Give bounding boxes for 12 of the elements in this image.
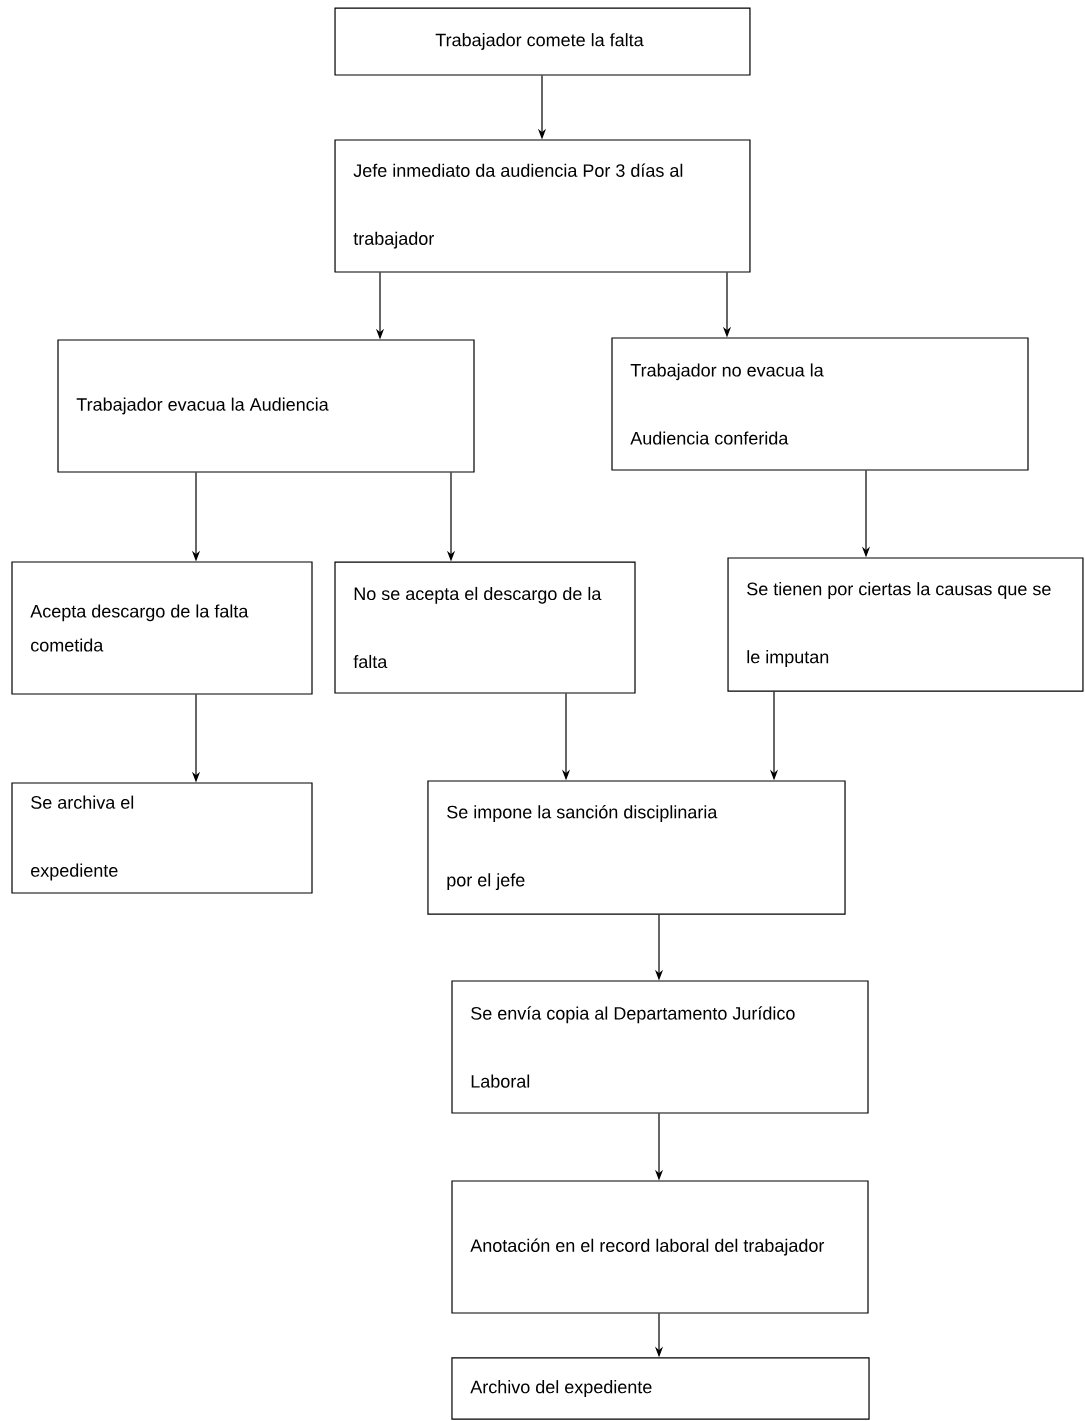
process-box: Se archiva el expediente: [11, 782, 313, 894]
process-box: Se impone la sanción disciplinaria por el jefe: [427, 780, 846, 915]
process-box: Acepta descargo de la falta cometida: [11, 561, 313, 695]
process-box: Trabajador evacua la Audiencia: [57, 339, 475, 473]
process-box: Archivo del expediente: [451, 1357, 870, 1420]
process-box: No se acepta el descargo de la falta: [334, 561, 636, 694]
process-box: Anotación en el record laboral del trabajador: [451, 1180, 869, 1314]
process-box: Trabajador no evacua la Audiencia conferida: [611, 337, 1029, 471]
process-box: Jefe inmediato da audiencia Por 3 días al trabajador: [334, 139, 751, 273]
process-box: Se envía copia al Departamento Jurídico Laboral: [451, 980, 869, 1114]
process-box: Se tienen por ciertas la causas que se le imputan: [727, 557, 1084, 692]
process-box: Trabajador comete la falta: [334, 7, 751, 76]
